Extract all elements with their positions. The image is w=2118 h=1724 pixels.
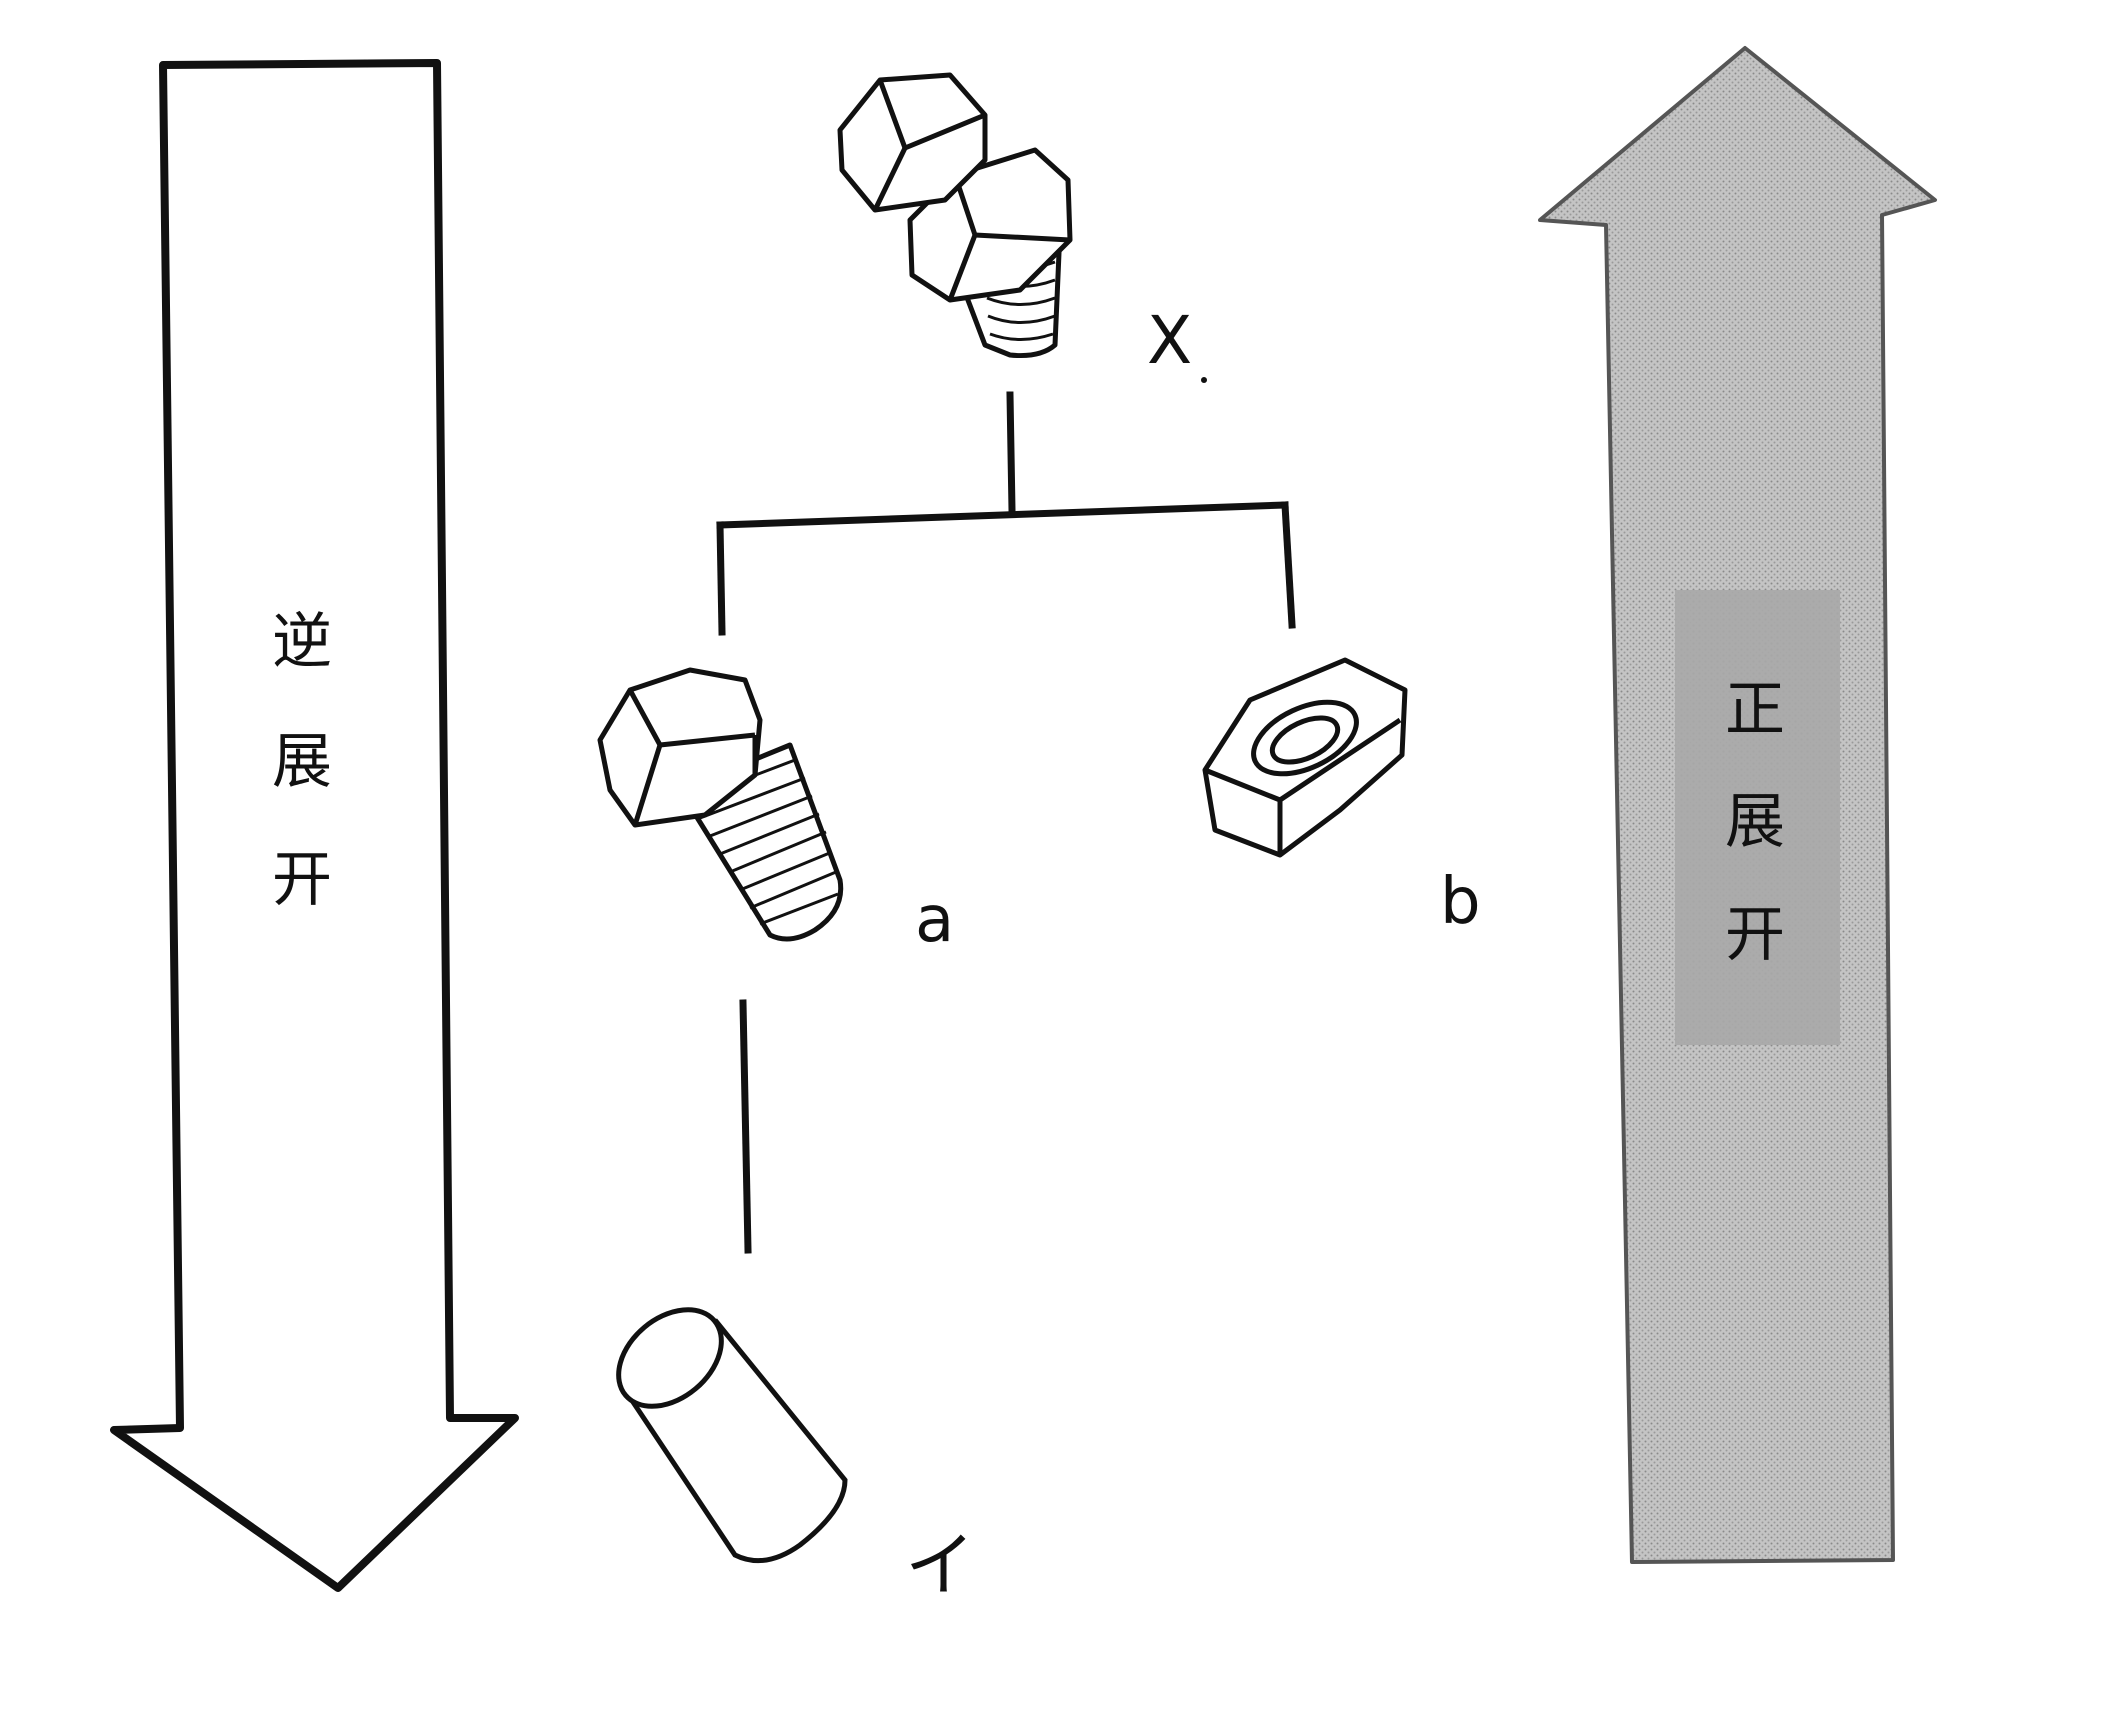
nut-label: b [1440, 865, 1481, 939]
reverse-label-char-3: 开 [272, 845, 332, 915]
bolt-icon [597, 667, 844, 942]
forward-label-char-1: 正 [1725, 675, 1785, 745]
forward-label-panel [1675, 590, 1840, 1045]
part-label: イ [905, 1524, 975, 1606]
reverse-development-arrow [110, 59, 519, 1592]
bolt-label: a [915, 883, 955, 957]
forward-label-char-3: 开 [1725, 900, 1785, 970]
cylinder-icon [616, 1307, 848, 1564]
stray-dot [1201, 377, 1207, 383]
assembly-bolt-nut-icon [837, 72, 1073, 358]
forward-label-char-2: 展 [1725, 787, 1785, 857]
nut-icon [1202, 657, 1408, 858]
reverse-label-char-1: 逆 [272, 607, 332, 677]
assembly-label: X [1147, 302, 1193, 379]
hierarchy-connector [716, 391, 1296, 1254]
reverse-label-char-2: 展 [272, 727, 332, 797]
